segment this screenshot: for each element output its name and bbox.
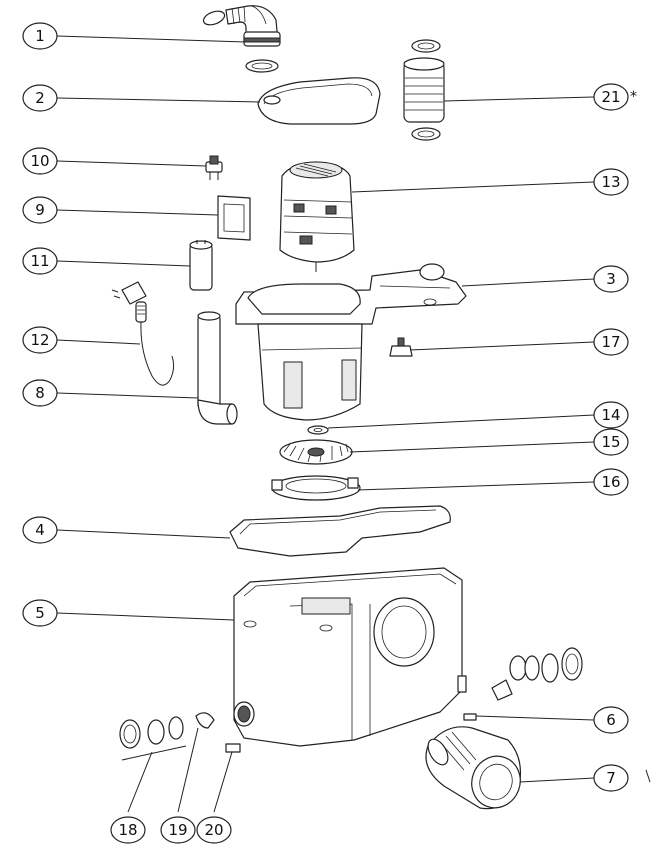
label-4: 4 [35,521,45,539]
callout-16: 16 [593,468,629,496]
callout-18: 18 [110,816,146,844]
callout-1: 1 [22,22,58,50]
callout-2: 2 [22,84,58,112]
label-20: 20 [204,821,223,839]
part-9-plate [217,195,251,241]
callout-8: 8 [22,379,58,407]
label-1: 1 [35,27,45,45]
part-5-tank [233,567,467,747]
part-11-capacitor [189,240,213,291]
callout-10: 10 [22,147,58,175]
part-13-motor [279,161,355,272]
part-8-vent-pipe [197,311,238,425]
label-6: 6 [606,711,616,729]
part-16-ring [271,475,361,501]
label-9: 9 [35,201,45,219]
label-7: 7 [606,769,616,787]
part-17-knob [389,337,413,357]
label-10: 10 [30,152,49,170]
part-18-fittings [119,716,184,749]
part-2-cover [257,77,381,125]
label-17: 17 [601,333,620,351]
part-19-clip [195,712,215,729]
part-4-gasket [229,505,451,557]
label-21-marker: * [630,89,637,105]
label-2: 2 [35,89,45,107]
part-21-sleeve [403,39,445,141]
callout-14: 14 [593,401,629,429]
part-3-upper-housing [235,263,467,421]
callout-7: 7 [593,764,629,792]
part-7-outlet-elbow [425,726,521,810]
label-16: 16 [601,473,620,491]
callout-20: 20 [196,816,232,844]
callout-4: 4 [22,516,58,544]
callout-17: 17 [593,328,629,356]
part-20-plate [225,743,241,753]
label-14: 14 [601,406,620,424]
label-18: 18 [118,821,137,839]
callout-3: 3 [593,265,629,293]
callout-13: 13 [593,168,629,196]
part-6-inlet-fittings [463,647,583,721]
part-15-impeller [279,439,353,465]
label-21: 21 [601,88,620,106]
callout-12: 12 [22,326,58,354]
label-8: 8 [35,384,45,402]
part-14-washer [307,425,329,435]
callout-5: 5 [22,599,58,627]
callout-6: 6 [593,706,629,734]
label-11: 11 [30,252,49,270]
callout-9: 9 [22,196,58,224]
leader-lines [56,35,595,813]
edge-mark [645,769,651,783]
callout-21: 21 * [593,83,637,111]
callout-19: 19 [160,816,196,844]
callout-11: 11 [22,247,58,275]
part-12-power-cord [111,281,175,386]
part-1-elbow [202,5,281,73]
label-5: 5 [35,604,45,622]
part-10-switch [205,155,223,180]
label-19: 19 [168,821,187,839]
callout-15: 15 [593,428,629,456]
label-13: 13 [601,173,620,191]
label-12: 12 [30,331,49,349]
label-3: 3 [606,270,616,288]
label-15: 15 [601,433,620,451]
